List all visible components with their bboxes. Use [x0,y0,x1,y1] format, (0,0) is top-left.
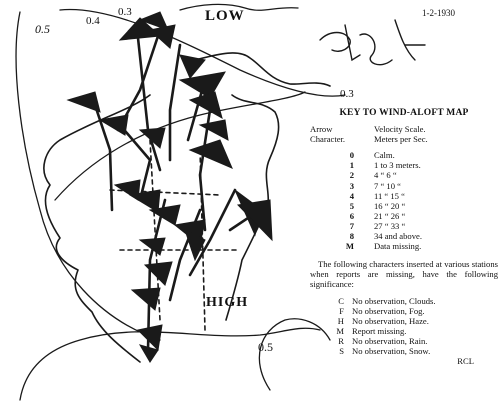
key-header-units: Meters per Sec. [374,134,428,145]
scale-row: 1 1 to 3 meters. [310,160,498,170]
code-desc: No observation, Fog. [352,305,425,316]
code-char: H [337,315,344,326]
key-column-headers: Arrow Character. Velocity Scale. Meters … [310,124,498,144]
missing-code-list: C No observation, Clouds. F No observation… [310,296,498,357]
scale-char: 1 [349,160,354,171]
code-desc: No observation, Rain. [352,335,428,346]
code-char: C [338,295,344,306]
code-char: R [338,335,344,346]
wind-arrow-heads [66,11,273,363]
low-pressure-label: LOW [205,8,245,24]
scale-row: M Data missing. [310,241,498,251]
map-date: 1-2-1930 [422,8,455,18]
scale-desc: 1 to 3 meters. [374,160,421,171]
key-header-arrow: Arrow [310,124,333,135]
code-desc: Report missing. [352,325,407,336]
scale-char: M [345,241,354,252]
code-desc: No observation, Clouds. [352,295,436,306]
scale-desc: 34 and above. [374,231,422,242]
isobar-value-label: 0.3 [340,88,354,100]
scale-char: 5 [349,200,354,211]
code-char: F [339,305,344,316]
scale-row: 3 7 “ 10 “ [310,181,498,191]
isobar-left [15,11,161,341]
scale-row: 5 16 “ 20 “ [310,201,498,211]
coastline-north [194,52,331,87]
scale-row: 8 34 and above. [310,231,498,241]
code-row: F No observation, Fog. [310,306,498,316]
isobar-top [59,8,346,97]
code-desc: No observation, Haze. [352,315,429,326]
coastline-east [225,94,280,321]
code-char: M [336,325,344,336]
state-border [109,139,241,331]
isobar-high [258,318,331,391]
scale-char: 7 [349,220,354,231]
isobar-value-label: 0.3 [118,6,132,18]
scale-desc: 21 “ 26 “ [374,210,406,221]
scale-char: 2 [349,170,354,181]
high-pressure-label: HIGH [206,295,249,310]
code-char: S [339,345,344,356]
isobar-bottom [19,327,321,401]
scale-row: 6 21 “ 26 “ [310,211,498,221]
scale-desc: 27 “ 33 “ [374,220,406,231]
code-row: M Report missing. [310,326,498,336]
code-row: H No observation, Haze. [310,316,498,326]
key-header-character: Character. [310,134,346,145]
code-row: S No observation, Snow. [310,346,498,356]
velocity-scale-list: 0 Calm. 1 1 to 3 meters. 2 4 “ 6 “ 3 7 “ 10 … [310,150,498,251]
isobar-value-label: 0.4 [86,15,100,27]
key-header-velocity: Velocity Scale. [374,124,426,135]
code-desc: No observation, Snow. [352,345,431,356]
scale-row: 0 Calm. [310,150,498,160]
isobar-value-label: 0.5 [35,22,50,36]
scale-row: 2 4 “ 6 “ [310,170,498,180]
scale-desc: 11 “ 15 “ [374,190,405,201]
scale-char: 6 [349,210,354,221]
code-row: C No observation, Clouds. [310,296,498,306]
scale-char: 4 [349,190,354,201]
scale-row: 4 11 “ 15 “ [310,191,498,201]
isobar-value-label: 0.5 [258,340,273,354]
isobar-low-arc [179,3,299,11]
coastline-west [43,94,151,363]
scale-char: 8 [349,231,354,242]
scale-desc: Data missing. [374,241,422,252]
handwritten-signature [319,19,426,66]
scale-desc: 16 “ 20 “ [374,200,406,211]
key-title: KEY TO WIND-ALOFT MAP [339,108,469,118]
scale-desc: 7 “ 10 “ [374,180,401,191]
code-row: R No observation, Rain. [310,336,498,346]
scale-char: 3 [349,180,354,191]
map-key: KEY TO WIND-ALOFT MAP Arrow Character. V… [310,108,498,366]
scale-desc: Calm. [374,150,395,161]
scale-desc: 4 “ 6 “ [374,170,397,181]
missing-report-note: The following characters inserted at var… [310,259,498,290]
author-initials: RCL [457,356,474,367]
scale-row: 7 27 “ 33 “ [310,221,498,231]
scale-char: 0 [349,150,354,161]
